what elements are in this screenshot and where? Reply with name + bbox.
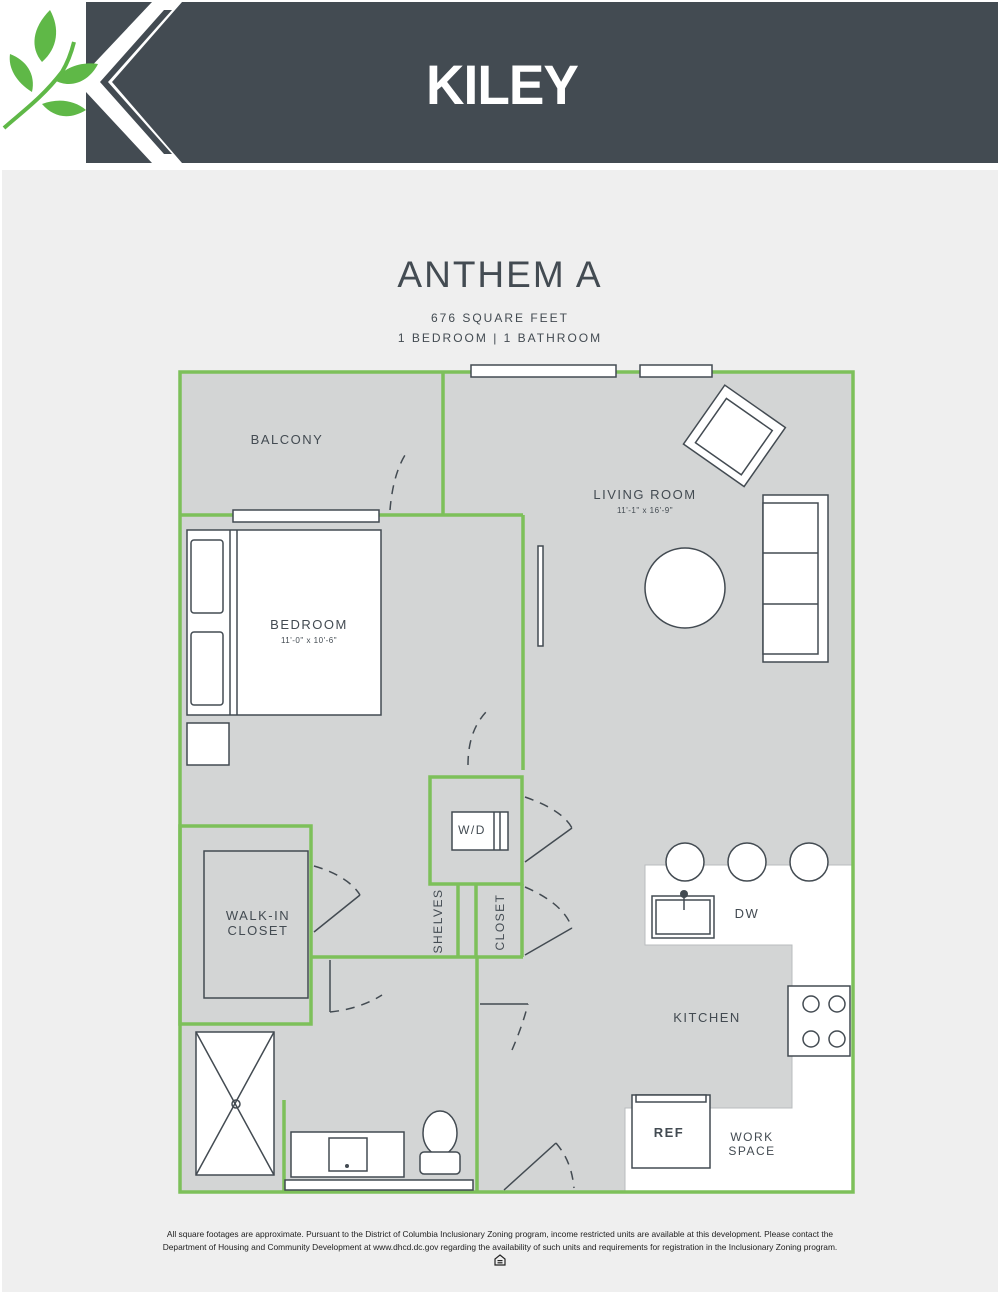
- header-banner: KILEY: [2, 2, 998, 163]
- walkin-door-leaf: [313, 894, 361, 933]
- entry-door-leaf: [503, 1142, 557, 1191]
- bath-floor-strip: [284, 1179, 474, 1191]
- washer-dryer: [451, 811, 509, 851]
- walkin-door-swing: [313, 865, 361, 896]
- balcony-door-swing: [389, 451, 408, 511]
- label-kitchen: KITCHEN: [673, 1010, 741, 1025]
- window-2: [639, 364, 713, 378]
- tv-stand: [537, 545, 544, 647]
- laundry-door-leaf: [524, 827, 573, 863]
- plan-beds-baths: 1 BEDROOM | 1 BATHROOM: [397, 331, 603, 345]
- pillow-2: [190, 631, 224, 706]
- plan-title: ANTHEM A: [397, 254, 603, 295]
- label-work-1: WORK: [730, 1130, 773, 1144]
- disclaimer-line-2: Department of Housing and Community Deve…: [162, 1242, 838, 1252]
- label-wd: W/D: [458, 823, 486, 837]
- dining-table: [644, 547, 726, 629]
- label-balcony: BALCONY: [251, 432, 324, 447]
- disclaimer-line-1: All square footages are approximate. Pur…: [166, 1229, 834, 1239]
- entry-door-swing: [555, 1142, 575, 1189]
- label-shelves: SHELVES: [431, 889, 445, 954]
- laundry-door-swing: [524, 796, 573, 829]
- sofa-back: [762, 502, 819, 655]
- label-dw: DW: [735, 906, 760, 921]
- floor-fill: [180, 372, 853, 1192]
- label-bedroom: BEDROOM: [270, 617, 348, 632]
- label-walkin-1: WALK-IN: [226, 908, 290, 923]
- bedroom-door-swing: [467, 711, 487, 766]
- window-3: [232, 509, 380, 523]
- plan-square-feet: 676 SQUARE FEET: [430, 311, 570, 325]
- equal-housing-icon: [494, 1254, 506, 1266]
- label-bedroom-dims: 11'-0" x 10'-6": [281, 636, 337, 645]
- disclaimer: All square footages are approximate. Pur…: [120, 1228, 880, 1254]
- bath2-door-swing: [511, 1003, 529, 1051]
- stool-2: [727, 842, 767, 882]
- label-living-room-dims: 11'-1" x 16'-9": [617, 506, 673, 515]
- walk-in-closet-wall: [178, 824, 313, 1026]
- pillow-1: [190, 539, 224, 614]
- label-closet: CLOSET: [493, 893, 507, 950]
- armchair: [682, 384, 787, 488]
- label-work-2: SPACE: [728, 1144, 775, 1158]
- stool-1: [665, 842, 705, 882]
- label-living-room: LIVING ROOM: [593, 487, 696, 502]
- stool-3: [789, 842, 829, 882]
- toilet: [422, 1110, 458, 1156]
- refrigerator: [631, 1094, 711, 1169]
- closet-door-swing: [524, 886, 573, 929]
- kiley-leaf-logo-icon: [2, 2, 182, 163]
- closet-door-leaf: [524, 927, 573, 956]
- label-ref: REF: [654, 1125, 685, 1140]
- nightstand: [186, 722, 230, 766]
- bath-door-swing: [329, 994, 383, 1013]
- label-walkin-2: CLOSET: [227, 923, 288, 938]
- window-1: [470, 364, 617, 378]
- walkin-shelf: [203, 850, 309, 999]
- brand-wordmark: KILEY: [426, 53, 579, 116]
